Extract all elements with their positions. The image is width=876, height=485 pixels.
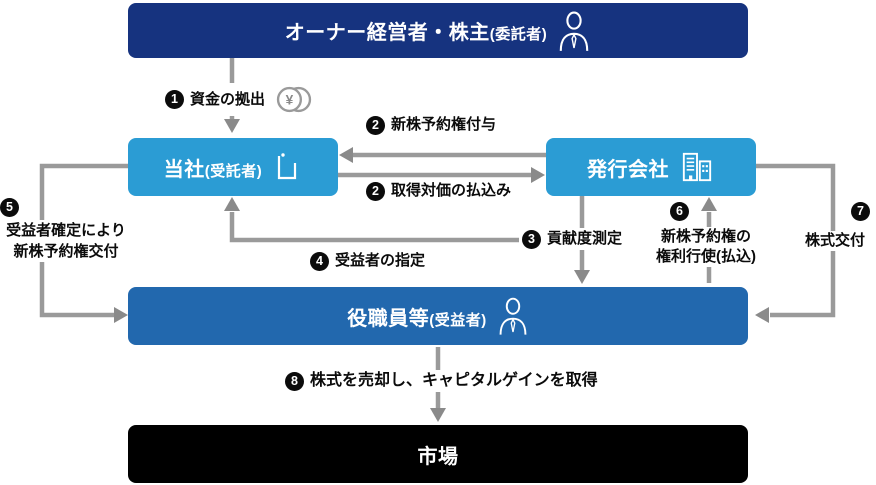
step2-grant-text: 新株予約権付与 bbox=[391, 116, 497, 133]
buildings-icon bbox=[682, 152, 712, 182]
step5-text-line1: 受益者確定により bbox=[6, 222, 126, 239]
step2-payment-arrow bbox=[338, 167, 545, 183]
step8-label: 8 株式を売却し、キャピタルゲインを取得 bbox=[281, 370, 602, 392]
person-icon bbox=[499, 297, 527, 335]
step3-text: 貢献度測定 bbox=[547, 230, 623, 247]
step5-label: 5 受益者確定により 新株予約権交付 bbox=[0, 198, 132, 262]
step6-text-line1: 新株予約権の bbox=[660, 228, 751, 245]
step8-number-badge: 8 bbox=[285, 371, 304, 391]
box-owner-label: オーナー経営者・株主(委託者) bbox=[284, 22, 548, 44]
step8-text: 株式を売却し、キャピタルゲインを取得 bbox=[310, 372, 598, 389]
box-issuer-company: 発行会社 bbox=[546, 138, 756, 196]
step4-arrow bbox=[224, 197, 582, 243]
box-market-label: 市場 bbox=[417, 445, 459, 468]
person-icon bbox=[559, 11, 589, 51]
step5-number-badge: 5 bbox=[0, 198, 19, 217]
step3-label: 3 貢献度測定 bbox=[519, 228, 626, 250]
box-owner-shareholder: オーナー経営者・株主(委託者) bbox=[128, 3, 748, 58]
step3-number-badge: 3 bbox=[522, 229, 541, 249]
step2-payment-label: 2 取得対価の払込み bbox=[366, 181, 511, 201]
box-market: 市場 bbox=[128, 425, 748, 483]
step6-number-badge: 6 bbox=[670, 202, 689, 221]
step1-number-badge: 1 bbox=[165, 90, 184, 109]
step2-grant-arrow bbox=[339, 147, 546, 163]
step1-text: 資金の拠出 bbox=[190, 90, 266, 108]
step4-number-badge: 4 bbox=[310, 251, 329, 271]
step6-text-line2: 権利行使(払込) bbox=[656, 248, 756, 265]
step7-label: 7 株式交付 bbox=[793, 202, 876, 251]
step7-number-badge: 7 bbox=[851, 202, 870, 221]
step2-payment-text: 取得対価の払込み bbox=[391, 182, 512, 199]
step1-label: 1 資金の拠出 ¥ bbox=[162, 83, 319, 116]
box-employees-beneficiary: 役職員等(受益者) bbox=[128, 287, 748, 345]
box-trustee-label: 当社(受託者) bbox=[163, 158, 263, 181]
step5-text-line2: 新株予約権交付 bbox=[13, 243, 119, 260]
svg-text:¥: ¥ bbox=[286, 93, 294, 108]
step2-number-badge: 2 bbox=[366, 115, 385, 135]
box-issuer-label: 発行会社 bbox=[587, 158, 669, 181]
step4-label: 4 受益者の指定 bbox=[310, 251, 425, 271]
step4-text: 受益者の指定 bbox=[335, 252, 426, 269]
step6-label: 6 新株予約権の 権利行使(払込) bbox=[646, 202, 766, 267]
step2-grant-label: 2 新株予約権付与 bbox=[366, 115, 496, 135]
step2-number-badge: 2 bbox=[366, 181, 385, 201]
box-trustee-company: 当社(受託者) bbox=[128, 138, 338, 196]
box-employees-label: 役職員等(受益者) bbox=[347, 307, 487, 330]
step7-text: 株式交付 bbox=[793, 231, 876, 251]
yen-coin-icon: ¥ bbox=[276, 86, 312, 113]
trust-box-icon bbox=[278, 153, 297, 180]
